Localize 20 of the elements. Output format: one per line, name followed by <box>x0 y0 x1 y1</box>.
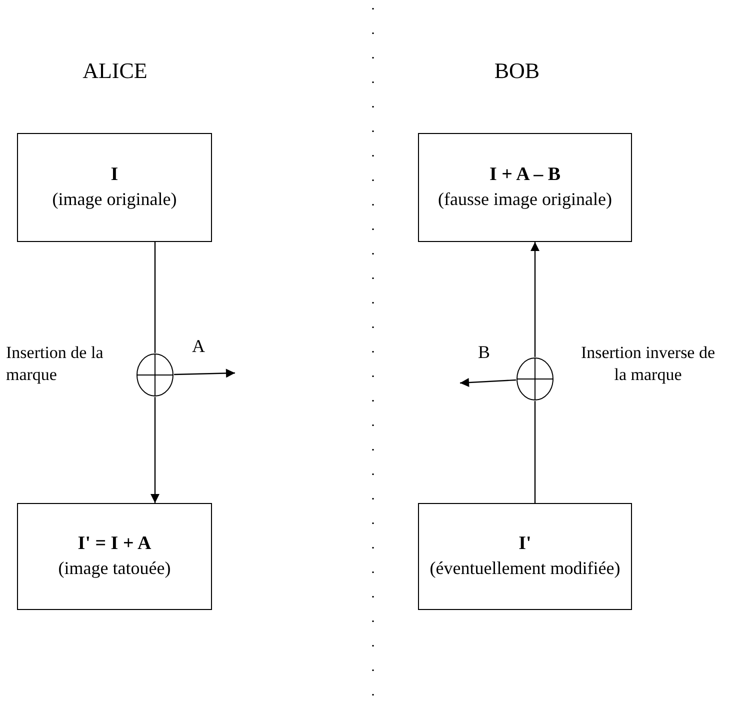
arrow <box>460 378 516 388</box>
node-caption: Insertion de la marque <box>6 342 104 386</box>
arrow <box>530 242 540 357</box>
box-subtitle: (fausse image originale) <box>438 188 612 212</box>
box-subtitle: (éventuellement modifiée) <box>430 557 620 580</box>
process-box <box>418 503 632 610</box>
node-caption: Insertion inverse de la marque <box>580 342 716 386</box>
box-title: I' <box>518 532 532 556</box>
box-subtitle: (image tatouée) <box>58 557 171 580</box>
box-title: I + A – B <box>489 163 561 188</box>
box-title: I <box>110 163 118 188</box>
process-box <box>17 503 212 610</box>
section-heading: ALICE <box>82 58 148 84</box>
arrow <box>150 397 160 503</box>
process-box <box>17 133 212 242</box>
box-title: I' = I + A <box>78 532 152 556</box>
process-box <box>418 133 632 242</box>
box-subtitle: (image originale) <box>52 188 177 212</box>
section-heading: BOB <box>493 58 541 84</box>
arrow <box>174 368 236 378</box>
